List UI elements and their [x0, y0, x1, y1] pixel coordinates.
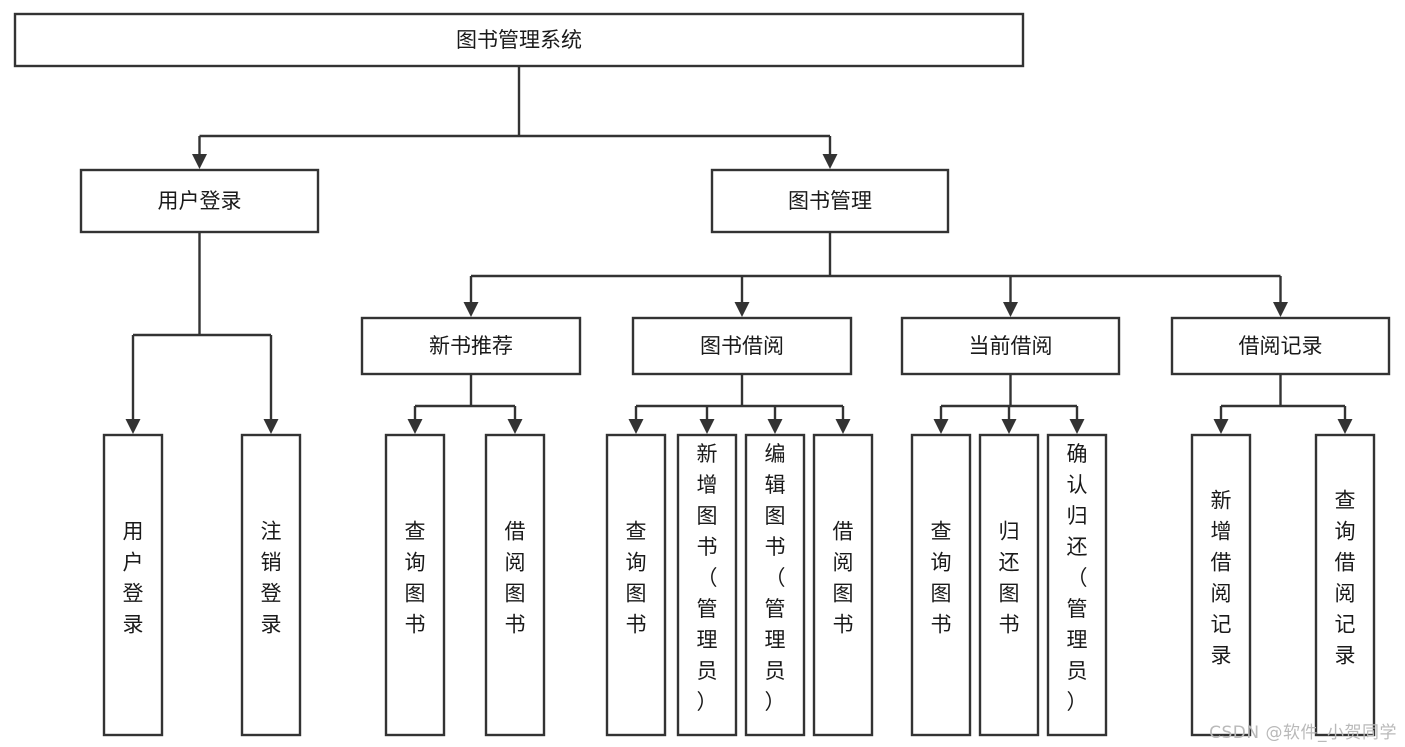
node-box-borrow-record[interactable]	[1170, 316, 1391, 376]
arrow-head-icon	[1337, 419, 1353, 434]
arrow-head-icon	[1213, 419, 1229, 434]
node-leaf-query-borrow-record[interactable]: 查询借阅记录	[1314, 433, 1376, 737]
node-label-leaf-add-borrow-record: 新增借阅记录	[1211, 489, 1232, 668]
node-leaf-borrow-book-1[interactable]: 借阅图书	[484, 433, 546, 737]
node-box-leaf-query-book-3[interactable]	[910, 433, 972, 737]
arrow-head-icon	[734, 302, 750, 317]
node-leaf-user-login[interactable]: 用户登录	[102, 433, 164, 737]
node-leaf-return-book[interactable]: 归还图书	[978, 433, 1040, 737]
node-current-borrow[interactable]: 当前借阅	[900, 316, 1121, 376]
arrow-head-icon	[192, 154, 207, 169]
node-label-leaf-edit-book-admin: 编辑图书（管理员）	[765, 442, 786, 714]
arrow-head-icon	[407, 419, 423, 434]
node-label-leaf-return-book: 归还图书	[999, 520, 1020, 637]
node-label-new-book-recommend: 新书推荐	[429, 334, 513, 358]
node-label-leaf-add-book-admin: 新增图书（管理员）	[697, 442, 718, 714]
node-label-leaf-confirm-return-admin: 确认归还（管理员）	[1067, 442, 1088, 714]
node-leaf-borrow-book-2[interactable]: 借阅图书	[812, 433, 874, 737]
node-leaf-query-book-3[interactable]: 查询图书	[910, 433, 972, 737]
node-layer: 图书管理系统用户登录图书管理新书推荐图书借阅当前借阅借阅记录用户登录注销登录查询…	[13, 12, 1391, 737]
arrow-head-icon	[933, 419, 949, 434]
node-label-user-login: 用户登录	[158, 189, 242, 213]
node-label-current-borrow: 当前借阅	[969, 334, 1053, 358]
node-box-root[interactable]	[13, 12, 1025, 68]
node-new-book-recommend[interactable]: 新书推荐	[360, 316, 582, 376]
node-box-leaf-add-book-admin[interactable]	[676, 433, 738, 737]
node-box-leaf-edit-book-admin[interactable]	[744, 433, 806, 737]
node-box-book-borrow[interactable]	[631, 316, 853, 376]
arrow-head-icon	[125, 419, 141, 434]
node-label-book-management: 图书管理	[788, 189, 872, 213]
arrow-head-icon	[835, 419, 851, 434]
arrow-head-icon	[463, 302, 479, 317]
watermark-text: CSDN @软件_小贺同学	[1209, 723, 1397, 743]
node-box-leaf-query-book-2[interactable]	[605, 433, 667, 737]
arrow-head-icon	[767, 419, 783, 434]
node-leaf-add-book-admin[interactable]: 新增图书（管理员）	[676, 433, 738, 737]
node-box-user-login[interactable]	[79, 168, 320, 234]
arrow-head-icon	[1003, 302, 1018, 317]
node-label-leaf-query-book-3: 查询图书	[931, 520, 952, 637]
node-label-leaf-query-book-1: 查询图书	[405, 520, 426, 637]
node-box-book-management[interactable]	[710, 168, 950, 234]
node-box-leaf-return-book[interactable]	[978, 433, 1040, 737]
node-book-borrow[interactable]: 图书借阅	[631, 316, 853, 376]
node-label-leaf-borrow-book-2: 借阅图书	[833, 520, 854, 637]
node-root[interactable]: 图书管理系统	[13, 12, 1025, 68]
arrow-head-icon	[1001, 419, 1017, 434]
node-label-borrow-record: 借阅记录	[1239, 334, 1323, 358]
node-leaf-logout-login[interactable]: 注销登录	[240, 433, 302, 737]
node-box-leaf-query-book-1[interactable]	[384, 433, 446, 737]
arrow-head-icon	[822, 154, 838, 169]
node-box-current-borrow[interactable]	[900, 316, 1121, 376]
node-user-login[interactable]: 用户登录	[79, 168, 320, 234]
arrow-head-icon	[1273, 302, 1288, 317]
node-leaf-query-book-2[interactable]: 查询图书	[605, 433, 667, 737]
node-label-leaf-logout-login: 注销登录	[261, 520, 282, 637]
node-box-leaf-add-borrow-record[interactable]	[1190, 433, 1252, 737]
node-box-leaf-borrow-book-1[interactable]	[484, 433, 546, 737]
node-label-leaf-query-borrow-record: 查询借阅记录	[1335, 489, 1356, 668]
node-leaf-add-borrow-record[interactable]: 新增借阅记录	[1190, 433, 1252, 737]
node-leaf-query-book-1[interactable]: 查询图书	[384, 433, 446, 737]
node-borrow-record[interactable]: 借阅记录	[1170, 316, 1391, 376]
node-leaf-confirm-return-admin[interactable]: 确认归还（管理员）	[1046, 433, 1108, 737]
node-label-root: 图书管理系统	[456, 28, 582, 52]
node-label-leaf-query-book-2: 查询图书	[626, 520, 647, 637]
node-box-leaf-borrow-book-2[interactable]	[812, 433, 874, 737]
node-box-new-book-recommend[interactable]	[360, 316, 582, 376]
node-box-leaf-confirm-return-admin[interactable]	[1046, 433, 1108, 737]
arrow-head-icon	[263, 419, 279, 434]
arrow-head-icon	[699, 419, 715, 434]
arrow-head-icon	[628, 419, 644, 434]
node-label-leaf-borrow-book-1: 借阅图书	[505, 520, 526, 637]
node-leaf-edit-book-admin[interactable]: 编辑图书（管理员）	[744, 433, 806, 737]
arrow-head-icon	[507, 419, 523, 434]
connector-layer	[125, 66, 1353, 434]
node-label-book-borrow: 图书借阅	[700, 334, 784, 358]
arrow-head-icon	[1069, 419, 1085, 434]
node-box-leaf-logout-login[interactable]	[240, 433, 302, 737]
node-book-management[interactable]: 图书管理	[710, 168, 950, 234]
node-box-leaf-query-borrow-record[interactable]	[1314, 433, 1376, 737]
node-box-leaf-user-login[interactable]	[102, 433, 164, 737]
node-label-leaf-user-login: 用户登录	[123, 520, 144, 637]
